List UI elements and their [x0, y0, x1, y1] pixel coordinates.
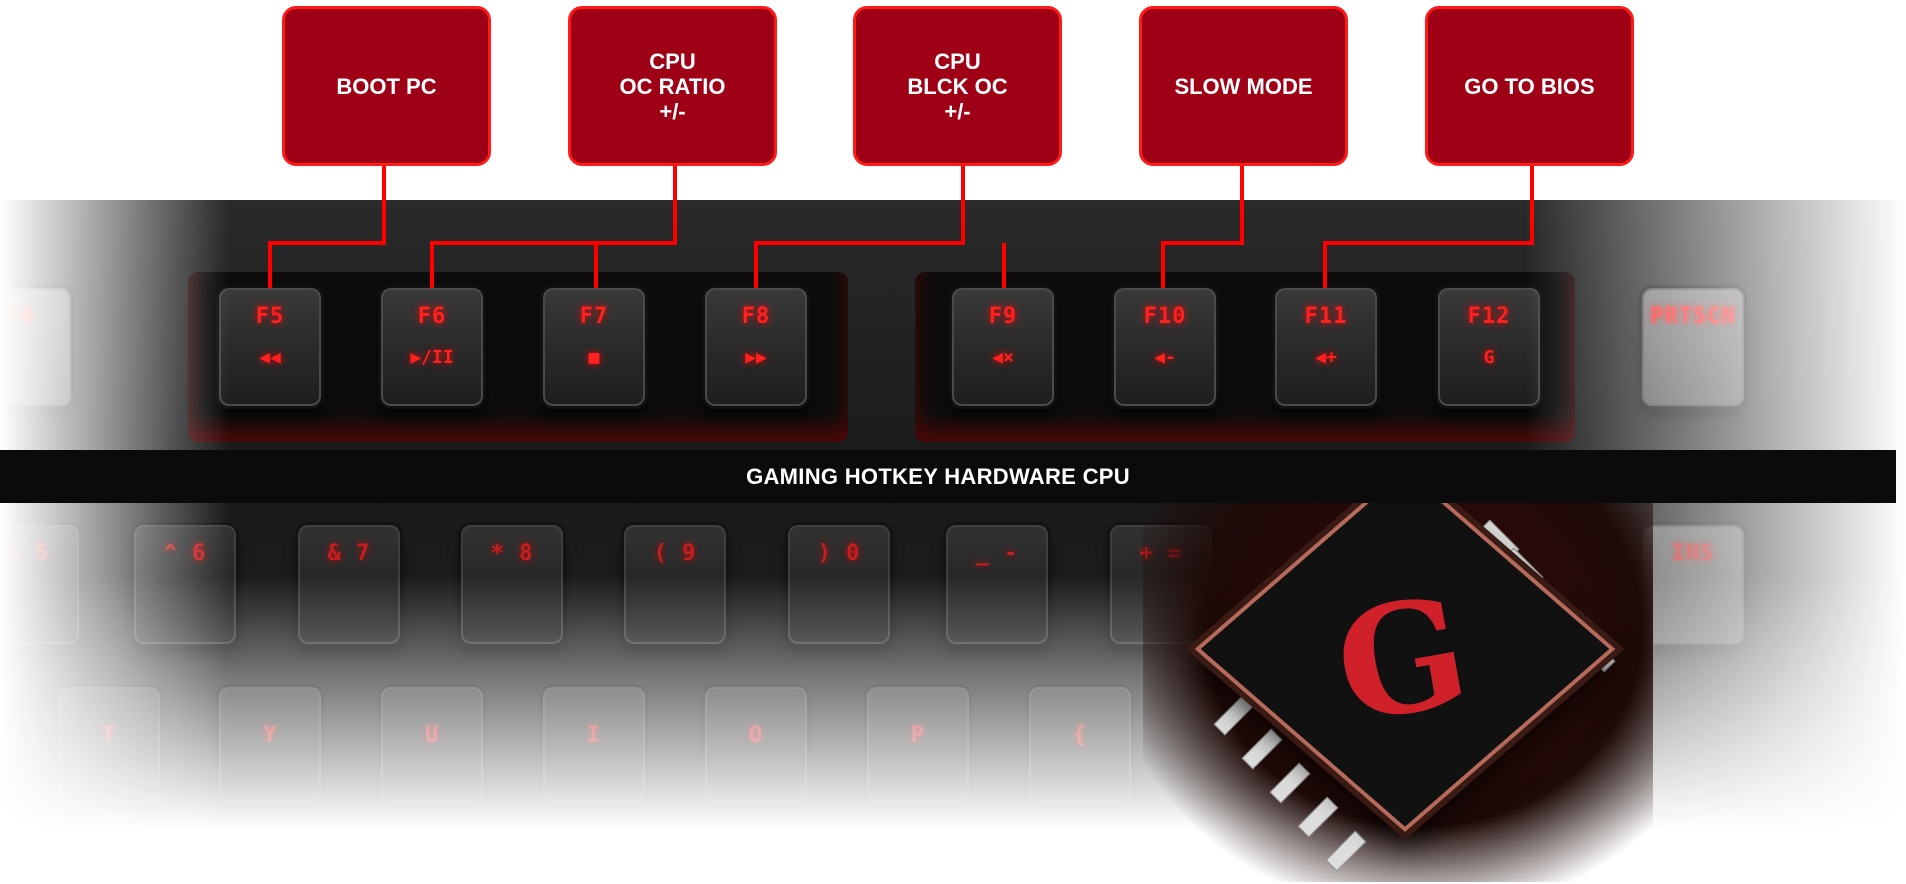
callout-box: CPU OC RATIO +/-	[568, 6, 777, 166]
key-label: & 7	[327, 541, 371, 566]
key-label: F10	[1143, 304, 1187, 329]
media-icon: ■	[588, 347, 600, 368]
key-label: P	[910, 723, 926, 748]
chip-pin	[1241, 728, 1283, 770]
chip-pin	[1213, 694, 1255, 736]
key-prtscn[interactable]: PRTSCN	[1642, 288, 1744, 406]
key[interactable]: P	[867, 687, 969, 802]
media-icon: ◀×	[992, 347, 1014, 368]
media-icon: G	[1483, 347, 1495, 368]
chip-pin	[1325, 830, 1367, 872]
key-f9[interactable]: F9 ◀×	[952, 288, 1054, 406]
key-f6[interactable]: F6 ▶/II	[381, 288, 483, 406]
key-label: O	[748, 723, 764, 748]
media-icon: ▶▶	[745, 347, 767, 368]
key-label: _ -	[975, 541, 1019, 566]
callout-box: GO TO BIOS	[1425, 6, 1634, 166]
key-label: F6	[417, 304, 447, 329]
key[interactable]: U	[381, 687, 483, 802]
key[interactable]: ^ 6	[134, 525, 236, 644]
key-f4[interactable]: F4	[0, 288, 71, 406]
key-label: F11	[1304, 304, 1348, 329]
media-icon: ◀-	[1154, 347, 1176, 368]
key-label: Y	[262, 723, 278, 748]
key-label: PRTSCN	[1650, 304, 1736, 329]
key-label: {	[1072, 723, 1088, 748]
key[interactable]: % 5	[0, 525, 79, 644]
media-icon: ◀◀	[259, 347, 281, 368]
key-f5[interactable]: F5 ◀◀	[219, 288, 321, 406]
key-label: ) 0	[817, 541, 861, 566]
key[interactable]: I	[543, 687, 645, 802]
callout-box: SLOW MODE	[1139, 6, 1348, 166]
callout-label: CPU BLCK OC +/-	[907, 48, 1008, 124]
key-f10[interactable]: F10 ◀-	[1114, 288, 1216, 406]
key-label: % 5	[6, 541, 50, 566]
key[interactable]: & 7	[298, 525, 400, 644]
callout-label: BOOT PC	[336, 73, 437, 99]
banner-text: GAMING HOTKEY HARDWARE CPU	[746, 463, 1130, 489]
key-label: INS	[1671, 541, 1715, 566]
key-label: ^ 6	[163, 541, 207, 566]
key[interactable]: _ -	[946, 525, 1048, 644]
key-label: * 8	[490, 541, 534, 566]
key-label: F12	[1467, 304, 1511, 329]
key-label: U	[424, 723, 440, 748]
key[interactable]: INS	[1642, 525, 1744, 644]
key-label: T	[101, 723, 117, 748]
key-f8[interactable]: F8 ▶▶	[705, 288, 807, 406]
callout-label: CPU OC RATIO +/-	[619, 48, 726, 124]
key-label: F9	[988, 304, 1018, 329]
key-label: ( 9	[653, 541, 697, 566]
key-f7[interactable]: F7 ■	[543, 288, 645, 406]
callout-label: GO TO BIOS	[1464, 73, 1595, 99]
key-label: F4	[5, 304, 35, 329]
key-label: I	[586, 723, 602, 748]
media-icon: ◀+	[1315, 347, 1337, 368]
key[interactable]: O	[705, 687, 807, 802]
callout-box: CPU BLCK OC +/-	[853, 6, 1062, 166]
callout-box: BOOT PC	[282, 6, 491, 166]
callout-label: SLOW MODE	[1174, 73, 1313, 99]
key[interactable]: {	[1029, 687, 1131, 802]
key-label: F5	[255, 304, 285, 329]
chip-pin	[1297, 796, 1339, 838]
banner: GAMING HOTKEY HARDWARE CPU	[0, 450, 1896, 503]
key-label: F8	[741, 304, 771, 329]
key[interactable]: ( 9	[624, 525, 726, 644]
key-label: F7	[579, 304, 609, 329]
key[interactable]: T	[58, 687, 160, 802]
media-icon: ▶/II	[410, 347, 454, 368]
key[interactable]: * 8	[461, 525, 563, 644]
key[interactable]: Y	[219, 687, 321, 802]
chip-pin	[1269, 762, 1311, 804]
cpu-chip-illustration: G	[1143, 462, 1653, 882]
key[interactable]: ) 0	[788, 525, 890, 644]
key-f11[interactable]: F11 ◀+	[1275, 288, 1377, 406]
